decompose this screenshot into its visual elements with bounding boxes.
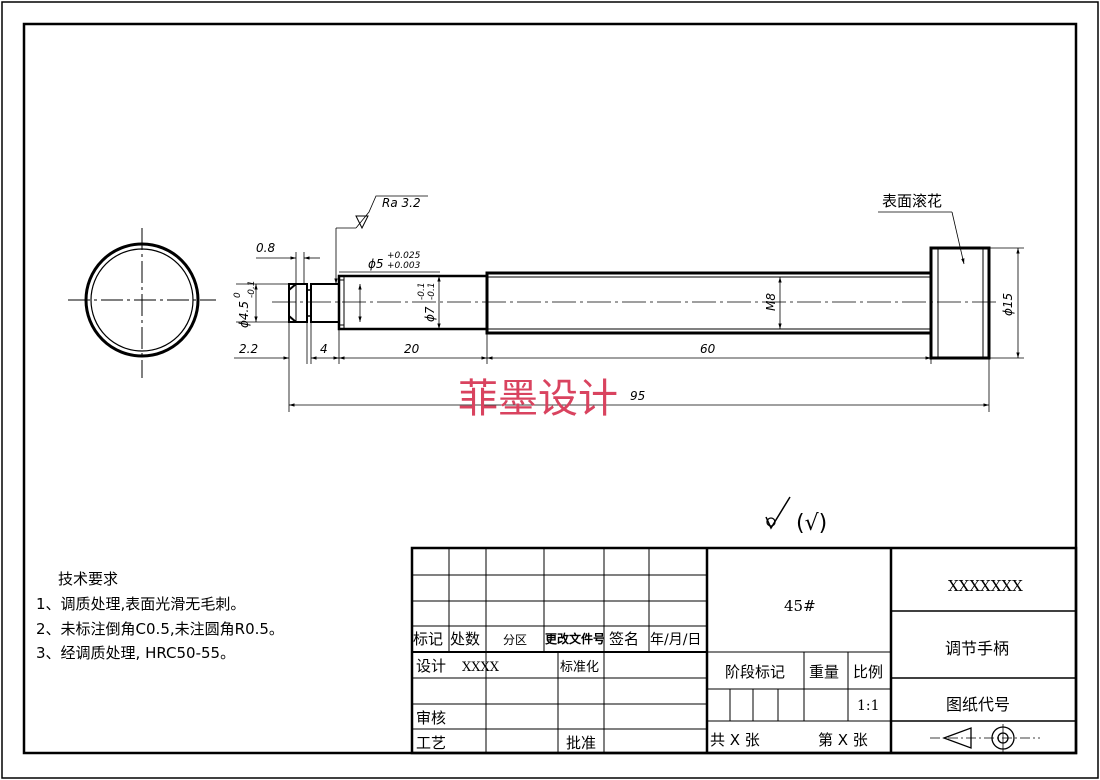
tech-req-item: 1、调质处理,表面光滑无毛刺。: [36, 595, 245, 613]
approve-label: 批准: [566, 734, 596, 752]
shaft-phi5-section: [310, 283, 340, 323]
shaft-knurled-head: [929, 246, 991, 360]
drawing-code-label: 图纸代号: [946, 695, 1010, 714]
roughness-ra-label: Ra 3.2: [382, 196, 421, 210]
tech-req-item: 2、未标注倒角C0.5,未注圆角R0.5。: [36, 620, 284, 638]
title-block: [410, 546, 1078, 755]
ratio-label: 比例: [853, 663, 883, 681]
standard-label: 标准化: [560, 660, 599, 675]
dim-phi4-5: ϕ4.5: [237, 301, 251, 328]
ratio-value: 1:1: [857, 698, 880, 714]
knurl-note: 表面滚花: [882, 192, 942, 210]
col-docno: 更改文件号: [545, 631, 605, 646]
sheet-number: 第 X 张: [818, 731, 868, 749]
dim-phi5-tol-lo: +0.003: [387, 261, 421, 271]
end-view: [68, 228, 216, 378]
dim-4: 4: [320, 342, 328, 356]
projection-symbol-icon: [930, 724, 1040, 752]
col-marker: 标记: [413, 630, 443, 648]
tech-req-item: 3、经调质处理, HRC50-55。: [36, 644, 235, 662]
tech-requirements-title: 技术要求: [58, 570, 118, 588]
general-roughness-symbol: (√): [765, 496, 827, 536]
tech-requirements: 技术要求 1、调质处理,表面光滑无毛刺。 2、未标注倒角C0.5,未注圆角R0.…: [36, 570, 284, 662]
designer-name: XXXX: [462, 660, 500, 675]
dim-phi4-5-tol: -0.1: [247, 280, 257, 298]
dim-phi7: ϕ7: [423, 306, 437, 322]
stage-label: 阶段标记: [725, 663, 785, 681]
dim-phi5-tol-up: +0.025: [387, 251, 421, 261]
title-block-text: 标记 处数 分区 更改文件号 签名 年/月/日 设计 XXXX 标准化 审核 工…: [413, 577, 1023, 752]
material: 45#: [784, 597, 816, 615]
design-label: 设计: [416, 657, 446, 675]
weight-label: 重量: [809, 663, 839, 681]
col-count: 处数: [450, 630, 480, 648]
dim-20: 20: [404, 342, 420, 356]
part-name: 调节手柄: [945, 639, 1009, 658]
dim-2-2: 2.2: [239, 342, 258, 356]
company-name: XXXXXXX: [948, 577, 1023, 595]
shaft-phi7-section: [337, 274, 489, 331]
sheets-total: 共 X 张: [710, 731, 760, 749]
general-roughness-label: (√): [796, 511, 827, 536]
shaft-tip-section: [288, 283, 308, 323]
dimensions: [234, 195, 1024, 412]
shaft-m8-section: [485, 271, 933, 335]
process-label: 工艺: [416, 734, 446, 752]
dim-phi5: ϕ5: [368, 257, 384, 271]
dim-phi4-5-tol-up: 0: [233, 292, 243, 298]
dim-95: 95: [630, 389, 645, 403]
dim-phi7-tol-lo: -0.1: [427, 282, 437, 300]
dim-phi15: ϕ15: [1001, 293, 1015, 316]
review-label: 审核: [416, 709, 446, 727]
dim-phi7-tol-up: -0.1: [417, 282, 427, 300]
dim-tip-length: 0.8: [256, 241, 275, 255]
dim-m8: M8: [764, 293, 778, 311]
col-date: 年/月/日: [650, 632, 701, 648]
col-zone: 分区: [503, 633, 527, 647]
dimension-labels: 0.8 2.2 4 20 60 95 ϕ5 +0.025 +0.003 ϕ4.5…: [233, 192, 1015, 403]
watermark-text: 菲墨设计: [458, 376, 618, 422]
dim-60: 60: [700, 342, 716, 356]
col-sign: 签名: [609, 630, 639, 648]
shaft-tip-chamfer: [288, 283, 297, 323]
